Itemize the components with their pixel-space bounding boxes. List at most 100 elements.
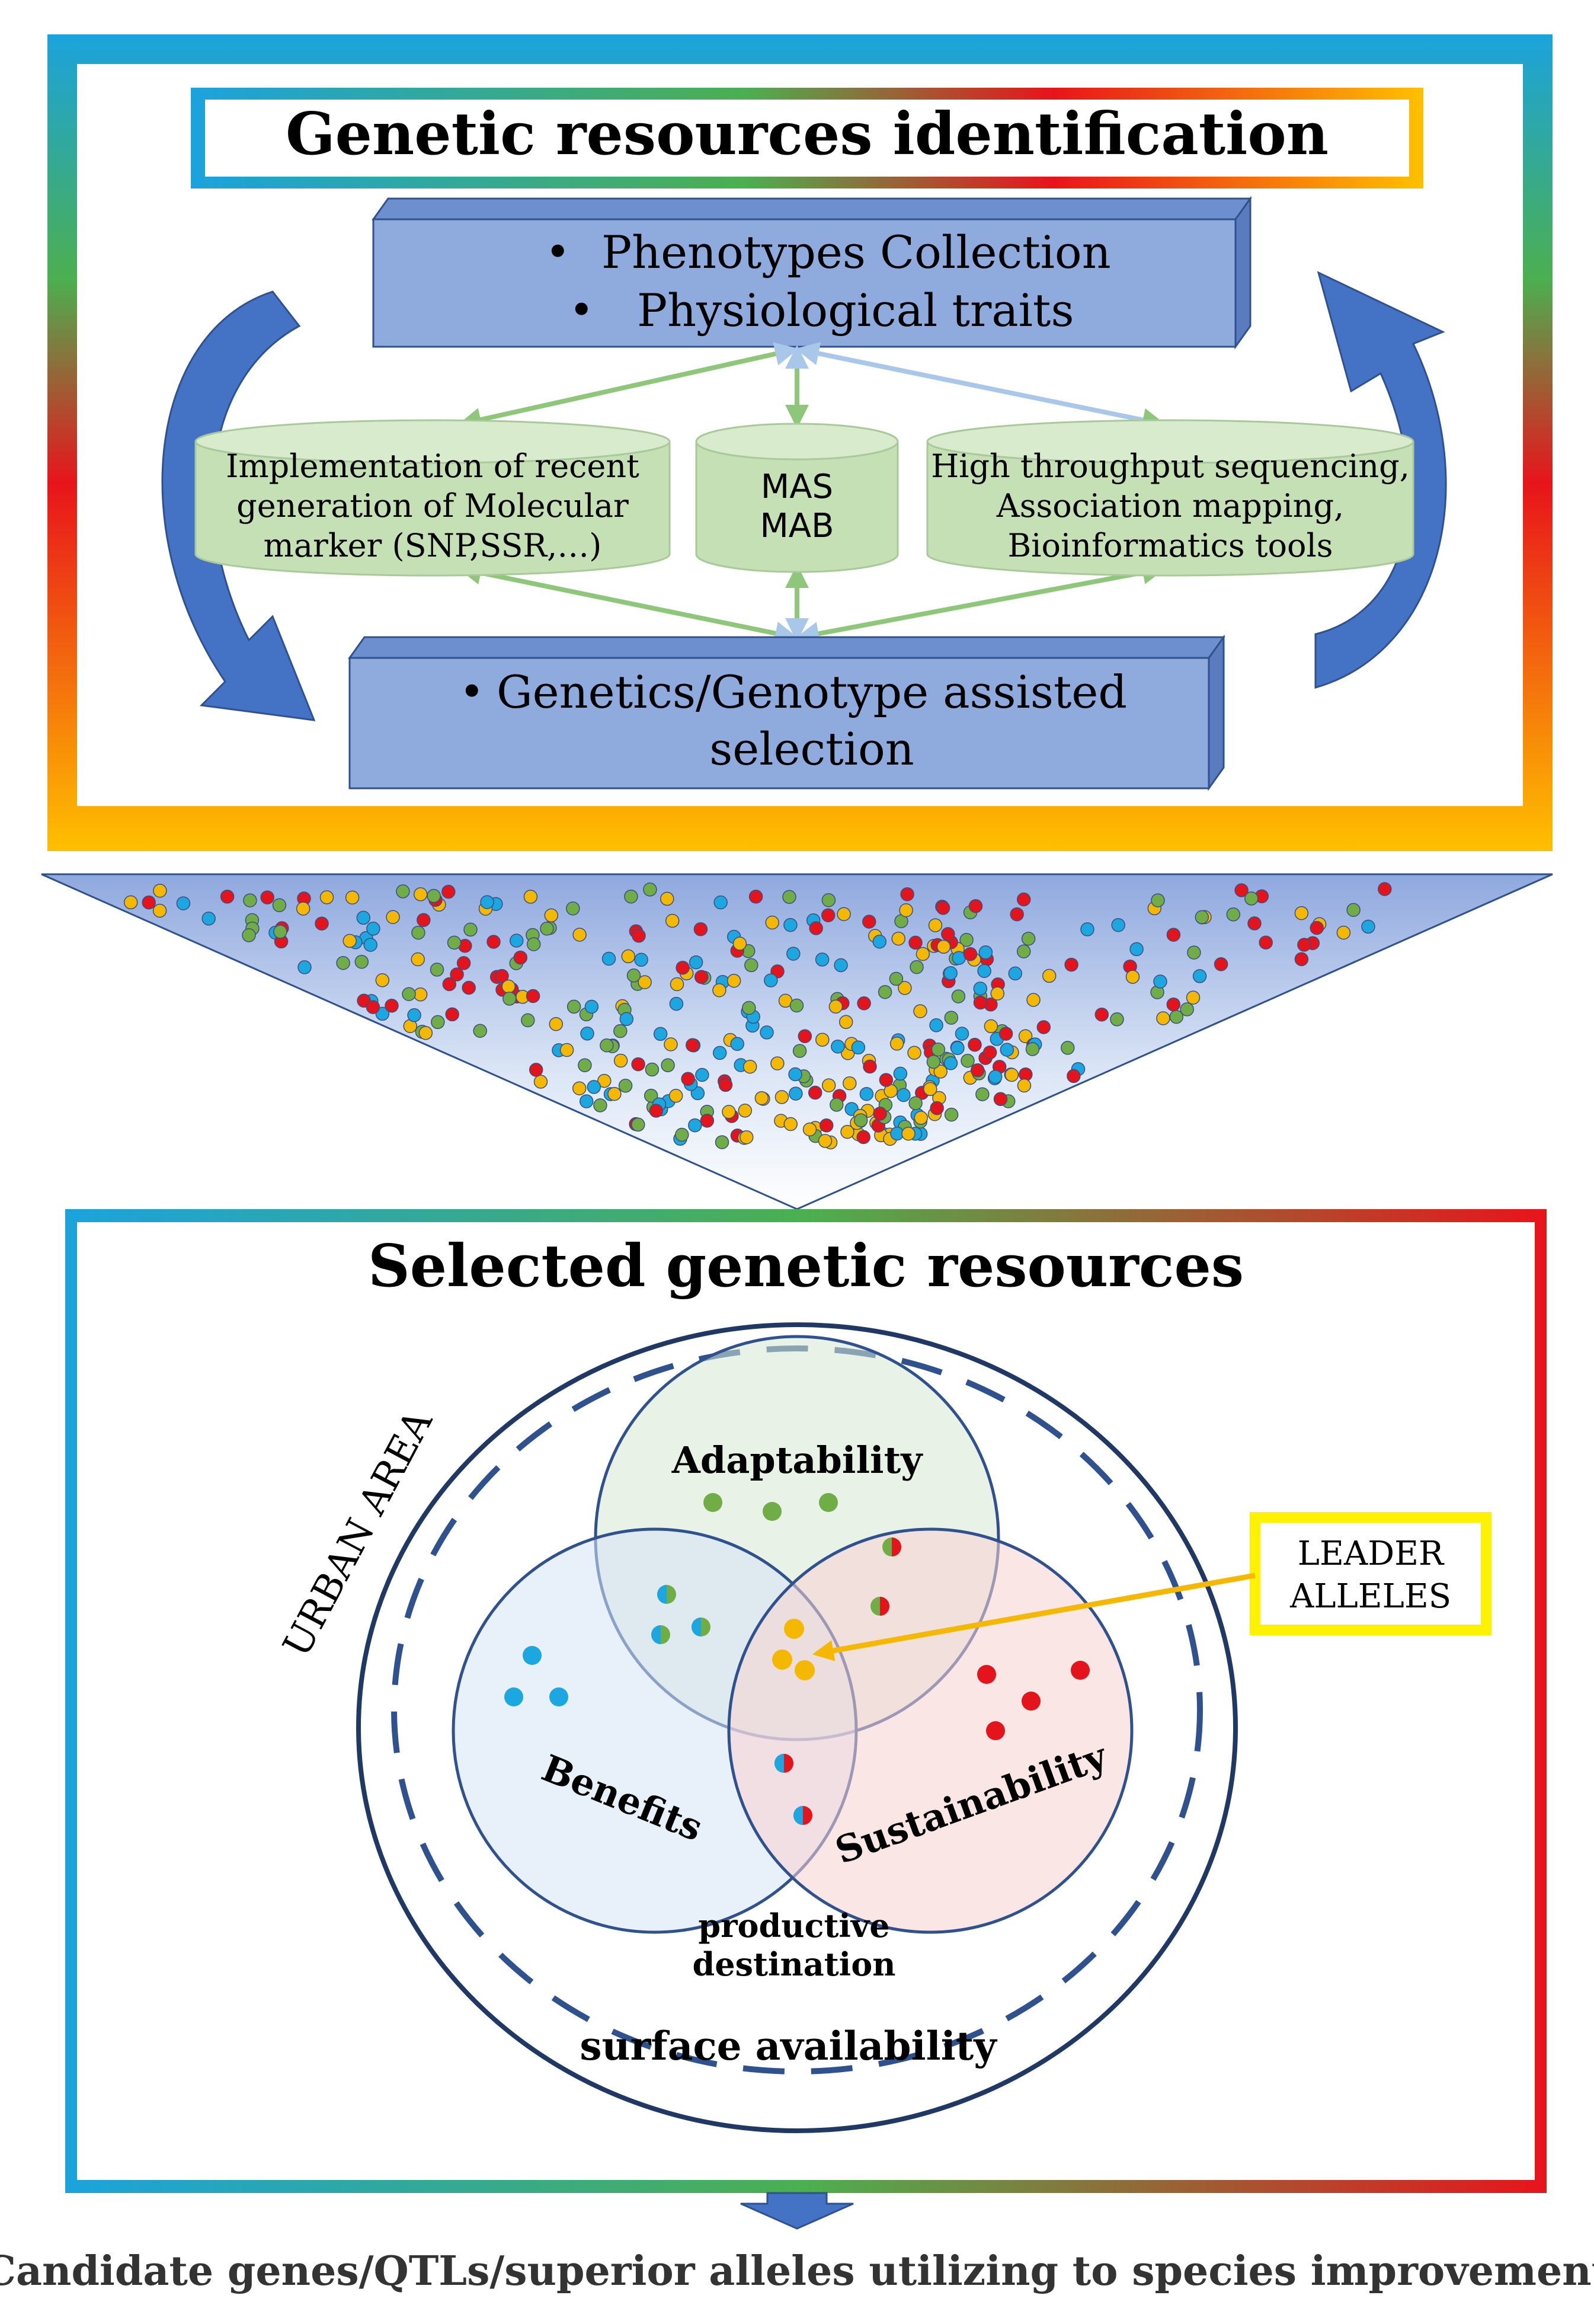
funnel-dot — [572, 928, 587, 942]
funnel-dot — [1361, 919, 1375, 934]
funnel-dot — [928, 918, 943, 932]
funnel-dot — [1336, 925, 1351, 940]
funnel-dot — [943, 966, 958, 980]
funnel-dot — [792, 1044, 807, 1058]
funnel-dot — [1378, 882, 1392, 896]
funnel-dot — [319, 890, 334, 904]
funnel-dot — [1067, 1069, 1081, 1083]
funnel-dot — [417, 913, 431, 927]
funnel-dot — [931, 1043, 946, 1057]
funnel-dot — [343, 934, 357, 948]
funnel-dot — [783, 1117, 798, 1131]
funnel-dot — [712, 1046, 727, 1060]
funnel-dot — [978, 945, 993, 960]
funnel-dot — [626, 968, 641, 983]
funnel-dot — [664, 1037, 678, 1051]
funnel-dot — [840, 1124, 854, 1139]
funnel-dot — [363, 938, 377, 952]
funnel-dot — [526, 989, 540, 1003]
funnel-dot — [1061, 1041, 1075, 1055]
funnel-dot — [694, 970, 709, 984]
funnel-dot — [982, 1045, 997, 1060]
funnel-dot — [1297, 938, 1311, 952]
funnel-dot — [1110, 1012, 1124, 1027]
funnel-dot — [549, 1017, 564, 1031]
funnel-dot — [447, 935, 462, 950]
leader-alleles-line-1: LEADER — [1298, 1535, 1445, 1573]
funnel-dot — [831, 1039, 845, 1054]
adaptability-label: Adaptability — [671, 1438, 923, 1482]
funnel-dot — [821, 1078, 836, 1092]
funnel-dot — [356, 910, 371, 925]
funnel-dot — [1000, 1043, 1014, 1057]
funnel-dot — [578, 1058, 592, 1073]
funnel-dot — [1018, 1029, 1033, 1044]
funnel-dot — [618, 1079, 633, 1093]
down-arrow — [740, 2192, 854, 2230]
funnel-dot — [740, 1130, 754, 1145]
cylinder-left: Implementation of recent generation of M… — [194, 419, 671, 577]
funnel-dot — [613, 1053, 628, 1068]
funnel-dot — [893, 1066, 908, 1081]
funnel-dot — [1259, 935, 1273, 950]
funnel-dot — [738, 1104, 753, 1118]
funnel-dot — [908, 1096, 923, 1111]
funnel-dot — [963, 947, 978, 961]
funnel-dot — [1187, 945, 1201, 960]
funnel-dot — [830, 1098, 844, 1112]
funnel-dot — [889, 1037, 904, 1051]
funnel-dot — [872, 934, 887, 949]
funnel-dot — [898, 981, 912, 995]
funnel-dot — [123, 895, 138, 910]
funnel-dot — [220, 890, 235, 904]
funnel-dot — [786, 947, 801, 961]
cylinder-middle-line-1: MAS — [761, 468, 833, 506]
funnel-dot — [744, 958, 758, 973]
funnel-dot — [774, 1090, 789, 1104]
funnel-dot — [856, 1130, 870, 1145]
funnel-dot — [587, 1080, 601, 1094]
funnel-dot — [765, 915, 779, 930]
funnel-dot — [669, 996, 684, 1011]
funnel-dot — [418, 1026, 433, 1040]
funnel-dot — [993, 1092, 1008, 1107]
funnel-dot — [1244, 891, 1259, 906]
funnel-dot — [638, 975, 652, 989]
funnel-dot — [634, 952, 648, 967]
funnel-dot — [242, 928, 256, 942]
funnel-dot — [1004, 1067, 1019, 1082]
funnel-dot — [961, 1053, 975, 1068]
funnel-dot — [951, 989, 966, 1003]
funnel-dot — [1025, 1042, 1040, 1056]
funnel-dot — [430, 963, 444, 977]
funnel-dot — [1310, 920, 1324, 935]
funnel-dot — [495, 968, 509, 983]
funnel-dot — [676, 960, 690, 975]
funnel-dot — [1016, 892, 1031, 907]
cylinder-right-line-2: Association mapping, — [996, 487, 1344, 525]
funnel-dot — [891, 931, 905, 946]
funnel-dot — [273, 925, 287, 939]
funnel-dot — [783, 918, 798, 932]
funnel-dot — [1294, 952, 1309, 967]
funnel-dot — [1226, 907, 1241, 922]
funnel-dot — [296, 902, 311, 916]
funnel-dot — [396, 884, 410, 899]
genotype-line-1: Genetics/Genotype assisted — [497, 666, 1127, 718]
funnel-dot — [862, 915, 876, 929]
funnel-dot — [732, 936, 747, 951]
funnel-dot — [580, 1027, 594, 1041]
funnel-dot — [809, 921, 823, 935]
funnel-dot — [456, 956, 471, 970]
funnel-dot — [450, 967, 464, 982]
funnel-dot — [201, 912, 216, 926]
leader-alleles-line-2: ALLELES — [1289, 1577, 1451, 1616]
funnel-dot — [916, 947, 930, 961]
funnel-dot — [1016, 944, 1031, 958]
funnel-dot — [1129, 942, 1144, 957]
funnel-dot — [544, 908, 559, 923]
funnel-dot — [402, 987, 416, 1001]
funnel-dot — [621, 949, 636, 964]
funnel-dot — [851, 1040, 866, 1055]
leader-alleles-box — [1250, 1512, 1491, 1635]
